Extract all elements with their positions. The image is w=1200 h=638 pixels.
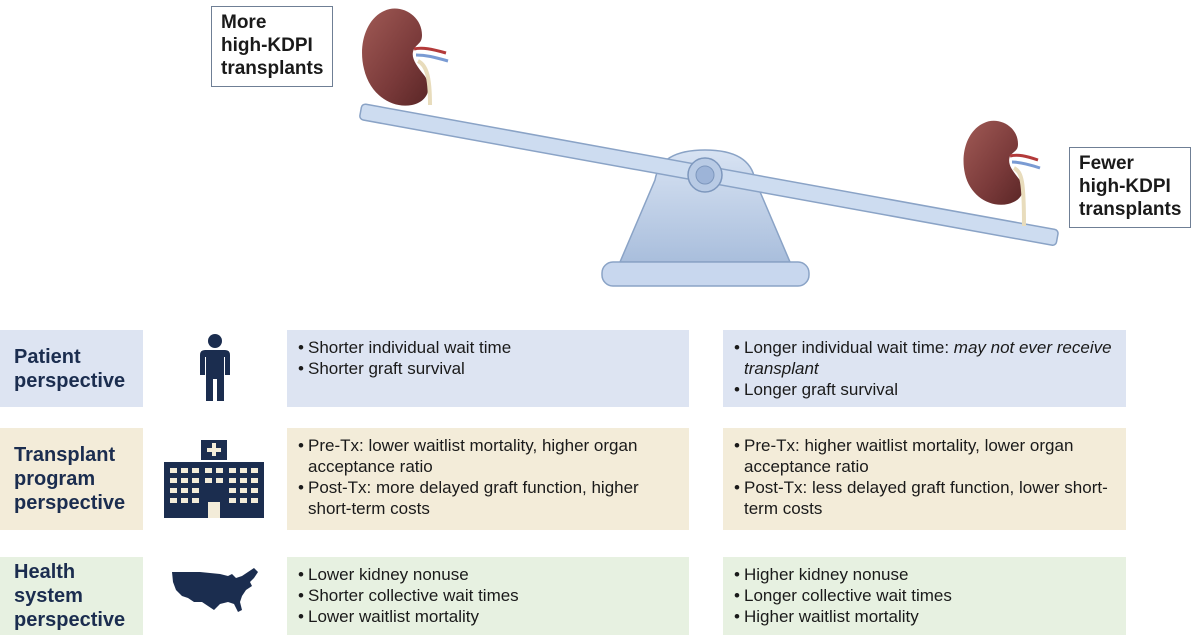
bullet-item: Shorter collective wait times xyxy=(298,585,679,606)
title-line: perspective xyxy=(14,492,126,514)
bullet-item: Higher waitlist mortality xyxy=(734,606,1116,627)
label-line: high-KDPI xyxy=(1079,176,1171,197)
bullet-item: Pre-Tx: higher waitlist mortality, lower… xyxy=(734,435,1116,477)
title-line: perspective xyxy=(14,609,126,631)
title-line: Patient xyxy=(14,345,81,368)
label-line: transplants xyxy=(221,58,324,79)
transplant-fewer-high-kdpi-cell: Pre-Tx: higher waitlist mortality, lower… xyxy=(723,428,1126,530)
label-line: More xyxy=(221,12,267,33)
title-line: system xyxy=(14,585,83,607)
label-line: Fewer xyxy=(1079,153,1134,174)
health-fewer-high-kdpi-cell: Higher kidney nonuse Longer collective w… xyxy=(723,557,1126,635)
health-system-perspective-title: Health system perspective xyxy=(0,557,143,635)
label-line: transplants xyxy=(1079,199,1182,220)
transplant-more-high-kdpi-cell: Pre-Tx: lower waitlist mortality, higher… xyxy=(287,428,689,530)
kidney-right-icon xyxy=(963,120,1041,227)
bullet-item: Higher kidney nonuse xyxy=(734,564,1116,585)
health-more-high-kdpi-cell: Lower kidney nonuse Shorter collective w… xyxy=(287,557,689,635)
patient-perspective-title: Patient perspective xyxy=(0,330,143,407)
balance-scale-illustration xyxy=(359,8,1059,287)
fewer-high-kdpi-label: Fewer high-KDPI transplants xyxy=(1069,147,1192,228)
bullet-item: Longer collective wait times xyxy=(734,585,1116,606)
title-line: Transplant xyxy=(14,444,116,466)
patient-more-high-kdpi-cell: Shorter individual wait time Shorter gra… xyxy=(287,330,689,407)
bullet-item: Post-Tx: more delayed graft function, hi… xyxy=(298,477,679,519)
bullet-item: Lower waitlist mortality xyxy=(298,606,679,627)
title-line: perspective xyxy=(14,369,126,392)
patient-fewer-high-kdpi-cell: Longer individual wait time: may not eve… xyxy=(723,330,1126,407)
bullet-item: Lower kidney nonuse xyxy=(298,564,679,585)
person-icon xyxy=(200,334,230,401)
usa-map-icon xyxy=(172,568,258,612)
label-line: high-KDPI xyxy=(221,35,313,56)
more-high-kdpi-label: More high-KDPI transplants xyxy=(211,6,334,87)
transplant-program-perspective-title: Transplant program perspective xyxy=(0,428,143,530)
title-line: Health xyxy=(14,561,76,583)
bullet-item: Shorter individual wait time xyxy=(298,337,679,358)
bullet-item: Longer graft survival xyxy=(734,379,1116,400)
title-line: program xyxy=(14,468,96,490)
bullet-item: Post-Tx: less delayed graft function, lo… xyxy=(734,477,1116,519)
kidney-left-icon xyxy=(362,8,449,106)
hospital-icon xyxy=(164,440,264,518)
bullet-item: Longer individual wait time: may not eve… xyxy=(734,337,1116,379)
bullet-item: Shorter graft survival xyxy=(298,358,679,379)
bullet-item: Pre-Tx: lower waitlist mortality, higher… xyxy=(298,435,679,477)
